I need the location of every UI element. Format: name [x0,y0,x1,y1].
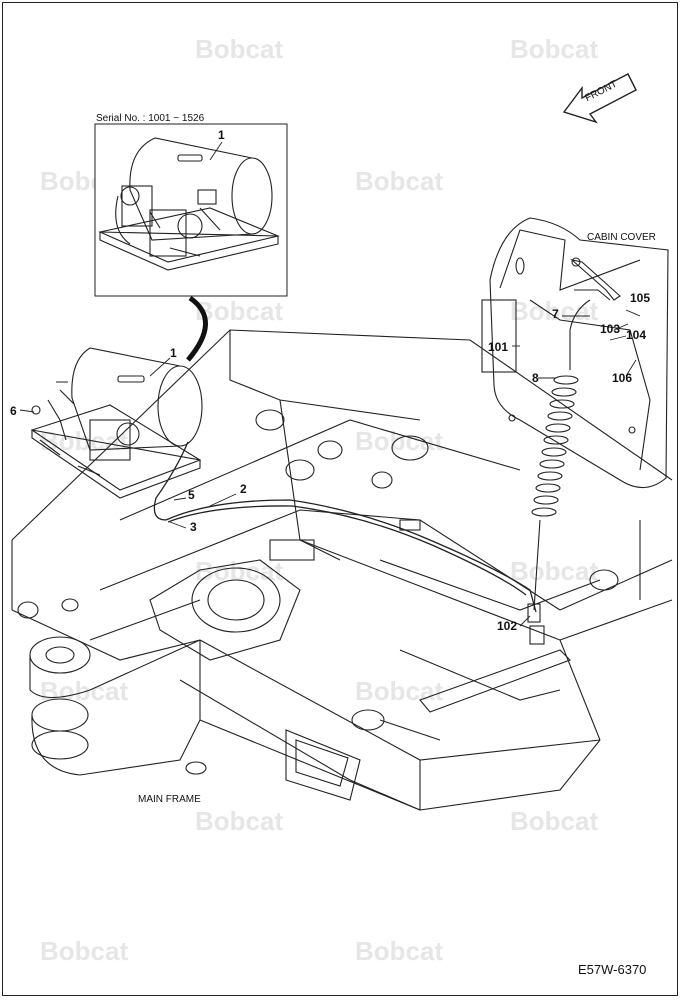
watermark-layer: Bobcat Bobcat Bobcat Bobcat Bobcat Bobca… [40,34,598,966]
callout-5: 5 [188,488,195,502]
callout-102: 102 [497,619,518,633]
coiled-air-hose-drawing [527,257,621,645]
callout-1: 1 [170,346,177,360]
drawing-code: E57W-6370 [578,962,647,977]
watermark: Bobcat [355,166,443,196]
watermark: Bobcat [40,676,128,706]
cabin-cover-label: CABIN COVER [587,232,656,243]
callout-106: 106 [612,371,633,385]
inset-box [94,123,288,297]
callout-6: 6 [10,404,17,418]
callout-8: 8 [532,371,539,385]
inset-compressor-drawing [98,137,280,271]
main-frame-drawing [11,329,673,811]
serial-number-note: Serial No. : 1001 ~ 1526 [96,113,205,124]
leader-lines [19,141,641,627]
watermark: Bobcat [355,676,443,706]
watermark: Bobcat [195,556,283,586]
callout-103: 103 [600,322,621,336]
inset-pointer-arrow [186,295,208,362]
watermark: Bobcat [510,806,598,836]
callout-101: 101 [488,340,509,354]
watermark: Bobcat [195,34,283,64]
compressor-assembly-drawing [30,347,203,499]
watermark: Bobcat [510,556,598,586]
cabin-cover-drawing [481,217,669,489]
front-arrow-icon [562,73,637,124]
watermark: Bobcat [510,34,598,64]
main-frame-label: MAIN FRAME [138,794,201,805]
callout-7: 7 [552,307,559,321]
callout-3: 3 [190,520,197,534]
watermark: Bobcat [510,296,598,326]
callout-1-inset: 1 [218,128,225,142]
watermark: Bobcat [40,936,128,966]
callout-105: 105 [630,291,651,305]
watermark: Bobcat [355,936,443,966]
watermark: Bobcat [355,426,443,456]
callout-2: 2 [240,482,247,496]
callout-104: 104 [626,328,647,342]
hose-lines [153,441,537,613]
watermark: Bobcat [195,296,283,326]
watermark: Bobcat [195,806,283,836]
